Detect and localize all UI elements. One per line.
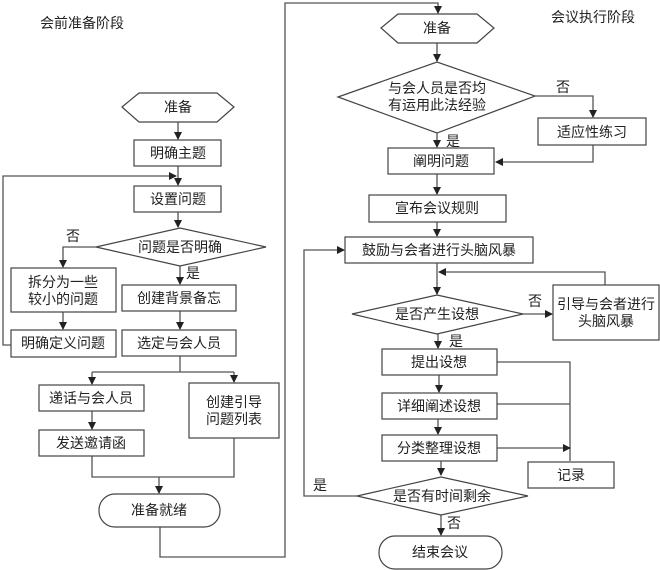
edges-execution xyxy=(303,43,606,536)
edge-decision-no-to-split xyxy=(59,246,96,268)
node-notify-participants-label: 递话与会人员 xyxy=(49,391,133,407)
node-elaborate-ideas-label: 详细阐述设想 xyxy=(397,399,481,415)
edge-label-no-question-clear: 否 xyxy=(66,229,80,245)
node-classify-ideas: 分类整理设想 xyxy=(381,434,498,462)
node-elaborate-ideas: 详细阐述设想 xyxy=(381,392,498,420)
node-prep-left: 准备 xyxy=(121,92,235,123)
decision-time-remaining: 是否有时间剩余 xyxy=(356,476,529,516)
edge-label-no-ideas: 否 xyxy=(528,294,542,310)
stage-title-pre-meeting: 会前准备阶段 xyxy=(40,15,124,32)
node-set-question: 设置问题 xyxy=(133,185,222,213)
node-announce-rules-label: 宣布会议规则 xyxy=(395,201,479,217)
decision-ideas-generated: 是否产生设想 xyxy=(351,294,524,335)
node-adaptive-practice: 适应性练习 xyxy=(537,117,647,146)
node-send-invitation: 发送邀请函 xyxy=(38,429,145,457)
node-propose-ideas: 提出设想 xyxy=(381,348,498,376)
edge-ideas-to-record xyxy=(497,361,570,461)
node-define-question-label: 明确定义问题 xyxy=(21,336,105,352)
node-clarify-topic: 明确主题 xyxy=(133,139,222,167)
node-record: 记录 xyxy=(527,461,615,489)
node-create-guide-list: 创建引导 问题列表 xyxy=(188,382,280,439)
decision-question-clear: 问题是否明确 xyxy=(95,227,267,267)
edge-label-yes-time: 是 xyxy=(313,478,327,494)
node-prep-left-label: 准备 xyxy=(164,99,192,116)
edge-label-no-time: 否 xyxy=(447,516,461,532)
node-select-participants-label: 选定与会人员 xyxy=(137,336,221,352)
edges-pre-meeting xyxy=(2,2,442,558)
node-create-memo-label: 创建背景备忘 xyxy=(137,290,221,307)
edge-merge xyxy=(91,438,235,478)
edge-experience-no-to-practice xyxy=(535,95,597,118)
edge-label-yes-question-clear: 是 xyxy=(186,266,200,282)
node-end-meeting: 结束会议 xyxy=(378,535,503,570)
node-split-question-line1: 拆分为一些 xyxy=(28,275,98,291)
node-propose-ideas-label: 提出设想 xyxy=(411,355,467,371)
decision-experience-line2: 有运用此法经验 xyxy=(388,98,486,114)
edge-ready-to-execution xyxy=(159,2,442,558)
node-send-invitation-label: 发送邀请函 xyxy=(56,436,126,452)
edge-guide-back-to-flow xyxy=(438,268,606,285)
node-guide-brainstorm: 引导与会者进行 头脑风暴 xyxy=(552,284,660,341)
node-create-guide-list-line1: 创建引导 xyxy=(206,395,262,411)
edge-label-yes-experience: 是 xyxy=(446,134,460,150)
node-clarify-question: 阐明问题 xyxy=(387,147,495,175)
node-create-memo: 创建背景备忘 xyxy=(121,284,237,312)
edge-label-no-experience: 否 xyxy=(556,80,570,96)
node-define-question: 明确定义问题 xyxy=(10,329,117,358)
node-encourage-brainstorm-label: 鼓励与会者进行头脑风暴 xyxy=(362,243,516,259)
decision-experience-line1: 与会人员是否均 xyxy=(388,81,486,97)
node-select-participants: 选定与会人员 xyxy=(121,329,237,357)
node-adaptive-practice-label: 适应性练习 xyxy=(557,124,627,141)
node-clarify-question-label: 阐明问题 xyxy=(413,154,469,170)
edge-loop-back-define-to-question xyxy=(2,172,177,346)
node-prep-right-label: 准备 xyxy=(423,20,451,37)
node-ready: 准备就绪 xyxy=(98,493,221,528)
decision-time-remaining-label: 是否有时间剩余 xyxy=(393,488,491,505)
node-guide-brainstorm-line2: 头脑风暴 xyxy=(578,314,634,330)
edge-practice-to-clarify xyxy=(495,145,594,166)
node-split-question-line2: 较小的问题 xyxy=(28,292,98,308)
node-set-question-label: 设置问题 xyxy=(150,192,206,208)
decision-question-clear-label: 问题是否明确 xyxy=(138,240,222,256)
stage-title-execution: 会议执行阶段 xyxy=(551,10,635,26)
node-guide-brainstorm-line1: 引导与会者进行 xyxy=(557,297,655,313)
edge-time-yes-loop xyxy=(303,246,357,497)
node-clarify-topic-label: 明确主题 xyxy=(150,146,206,162)
node-create-guide-list-line2: 问题列表 xyxy=(206,412,262,428)
decision-ideas-generated-label: 是否产生设想 xyxy=(395,307,479,323)
edge-label-yes-ideas: 是 xyxy=(449,334,463,350)
edge-select-branch xyxy=(92,356,234,373)
node-end-meeting-label: 结束会议 xyxy=(412,545,468,561)
decision-experience: 与会人员是否均 有运用此法经验 xyxy=(336,61,537,134)
node-encourage-brainstorm: 鼓励与会者进行头脑风暴 xyxy=(344,236,534,264)
node-prep-right: 准备 xyxy=(380,13,495,44)
node-ready-label: 准备就绪 xyxy=(131,502,187,519)
node-record-label: 记录 xyxy=(557,468,585,484)
node-notify-participants: 递话与会人员 xyxy=(38,384,145,412)
node-classify-ideas-label: 分类整理设想 xyxy=(397,441,481,457)
node-split-question: 拆分为一些 较小的问题 xyxy=(10,267,117,313)
node-announce-rules: 宣布会议规则 xyxy=(368,194,507,223)
